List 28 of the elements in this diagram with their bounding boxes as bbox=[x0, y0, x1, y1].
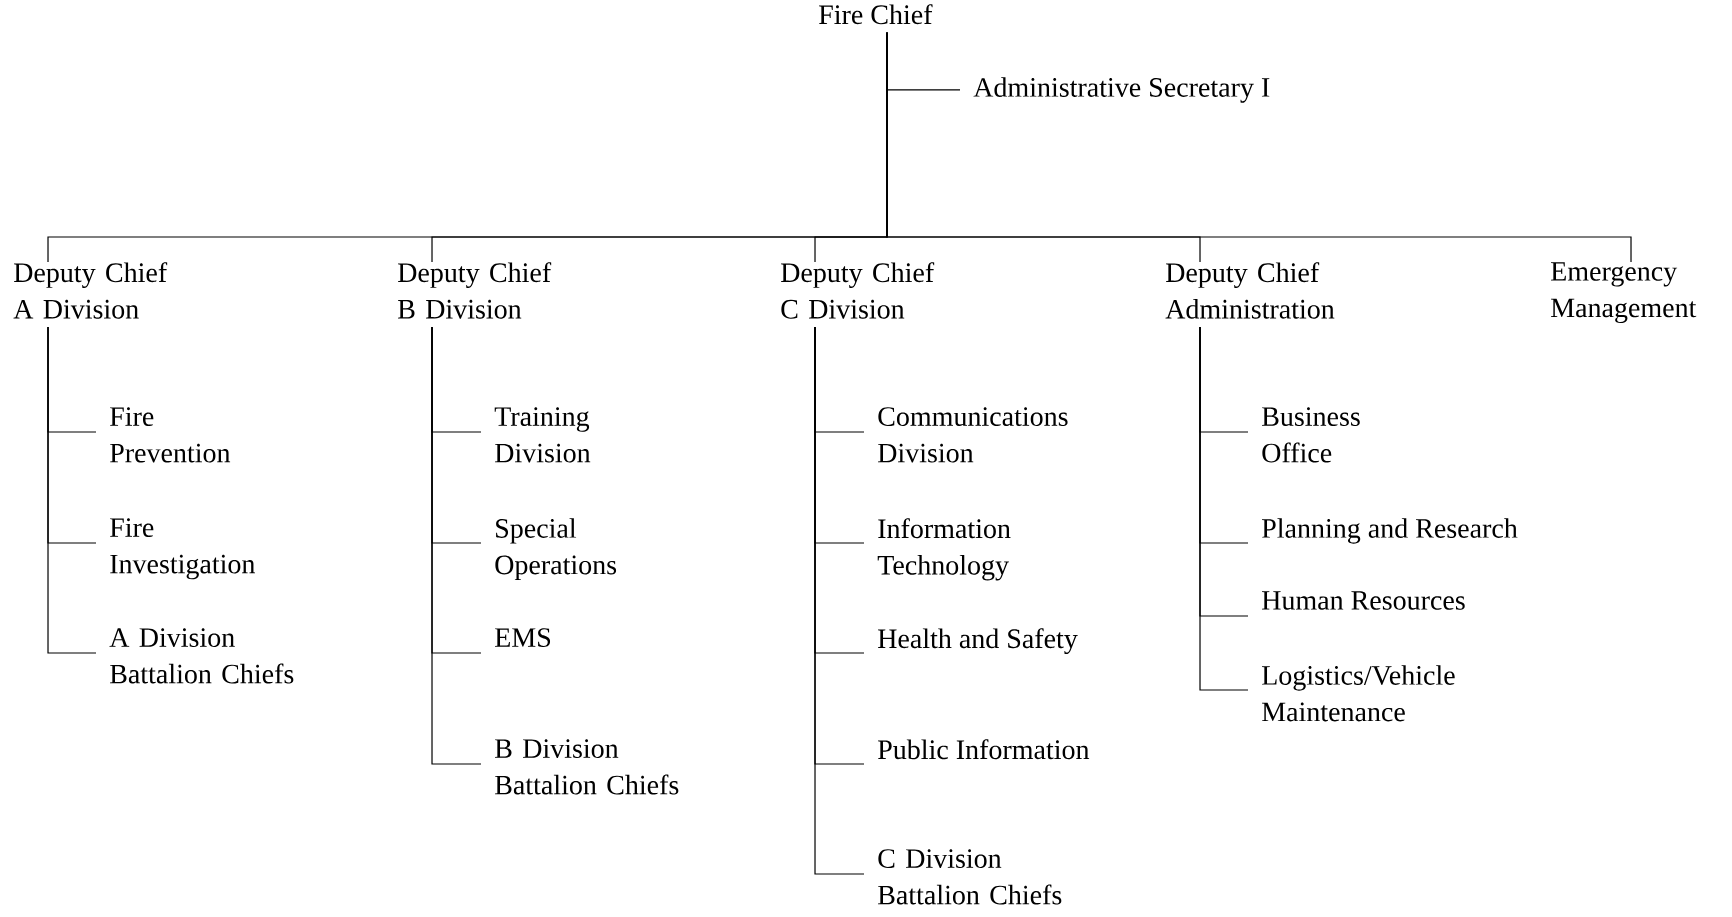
position-label: Health and Safety bbox=[878, 628, 1078, 654]
position-label: Communications Division bbox=[878, 407, 1068, 463]
position-label: Deputy Chief Administration bbox=[1165, 262, 1335, 319]
position-label: C Division Battalion Chiefs bbox=[878, 849, 1062, 905]
position-label: Information Technology bbox=[877, 518, 1011, 581]
position-label: Administrative Secretary I bbox=[973, 77, 1270, 103]
position-label: B Division Battalion Chiefs bbox=[495, 739, 679, 795]
position-label: Logistics/Vehicle Maintenance bbox=[1262, 665, 1455, 722]
position-label: Special Operations bbox=[495, 518, 617, 581]
connector-line bbox=[886, 31, 1632, 263]
position-label: Training Division bbox=[494, 407, 591, 463]
position-label: Human Resources bbox=[1262, 591, 1465, 610]
position-label: Deputy Chief A Division bbox=[13, 262, 168, 319]
position-label: Fire Prevention bbox=[110, 407, 231, 463]
position-label: EMS bbox=[495, 628, 551, 647]
position-label: Public Information bbox=[878, 739, 1090, 760]
connector-line bbox=[814, 326, 865, 875]
position-label: Deputy Chief C Division bbox=[781, 262, 935, 319]
connector-line bbox=[431, 326, 482, 765]
position-label: Fire Chief bbox=[819, 4, 933, 25]
position-label: Business Office bbox=[1262, 407, 1360, 463]
position-label: Emergency Management bbox=[1551, 262, 1697, 324]
position-label: Fire Investigation bbox=[110, 518, 255, 580]
position-label: A Division Battalion Chiefs bbox=[109, 628, 294, 684]
position-label: Planning and Research bbox=[1262, 518, 1518, 544]
position-label: Deputy Chief B Division bbox=[398, 262, 552, 319]
connector-line bbox=[47, 326, 97, 654]
connector-line bbox=[1199, 326, 1249, 691]
